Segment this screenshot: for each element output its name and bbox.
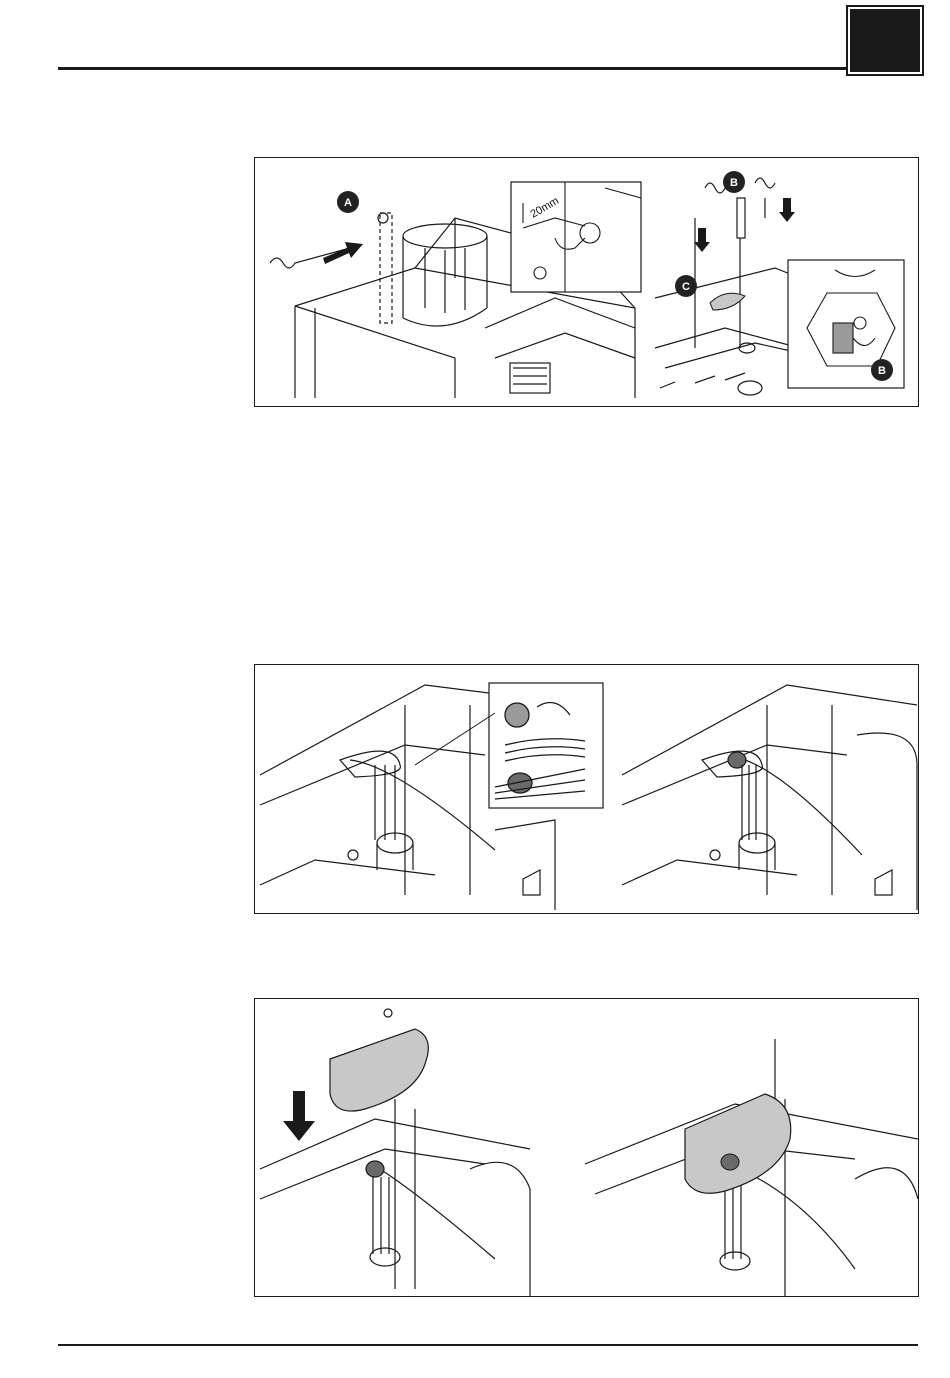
down-arrow-left-icon [694, 228, 710, 252]
callout-b-detail: B [871, 359, 893, 381]
language-tab [848, 7, 922, 74]
callout-c-label: C [682, 281, 690, 293]
fan-top-ellipse [403, 224, 487, 248]
callout-b-label: B [730, 177, 738, 189]
callout-a-label: A [344, 197, 352, 209]
callout-c: C [675, 275, 697, 297]
figure-cable-grommet [254, 664, 919, 914]
down-arrow-icon [283, 1091, 315, 1141]
down-arrow-right-icon [779, 198, 795, 222]
cover-plate-right [685, 1094, 791, 1193]
callout-b: B [723, 171, 745, 193]
footer-rule [58, 1344, 918, 1346]
header-rule [58, 67, 848, 70]
figure-3-illustration [255, 999, 918, 1296]
detail-inset-probe [511, 182, 641, 292]
figure-1-illustration: A 20mm B [255, 158, 918, 406]
figure-cover-plate [254, 998, 919, 1297]
cover-plate-left [330, 1029, 428, 1111]
detail-inset-grommet [489, 683, 603, 808]
figure-2-illustration [255, 665, 918, 913]
callout-a: A [337, 191, 359, 213]
grommet-right [721, 1154, 739, 1170]
callout-b-detail-label: B [878, 365, 886, 377]
figure-sensor-installation: A 20mm B [254, 157, 919, 407]
insert-arrow-icon [323, 242, 363, 264]
